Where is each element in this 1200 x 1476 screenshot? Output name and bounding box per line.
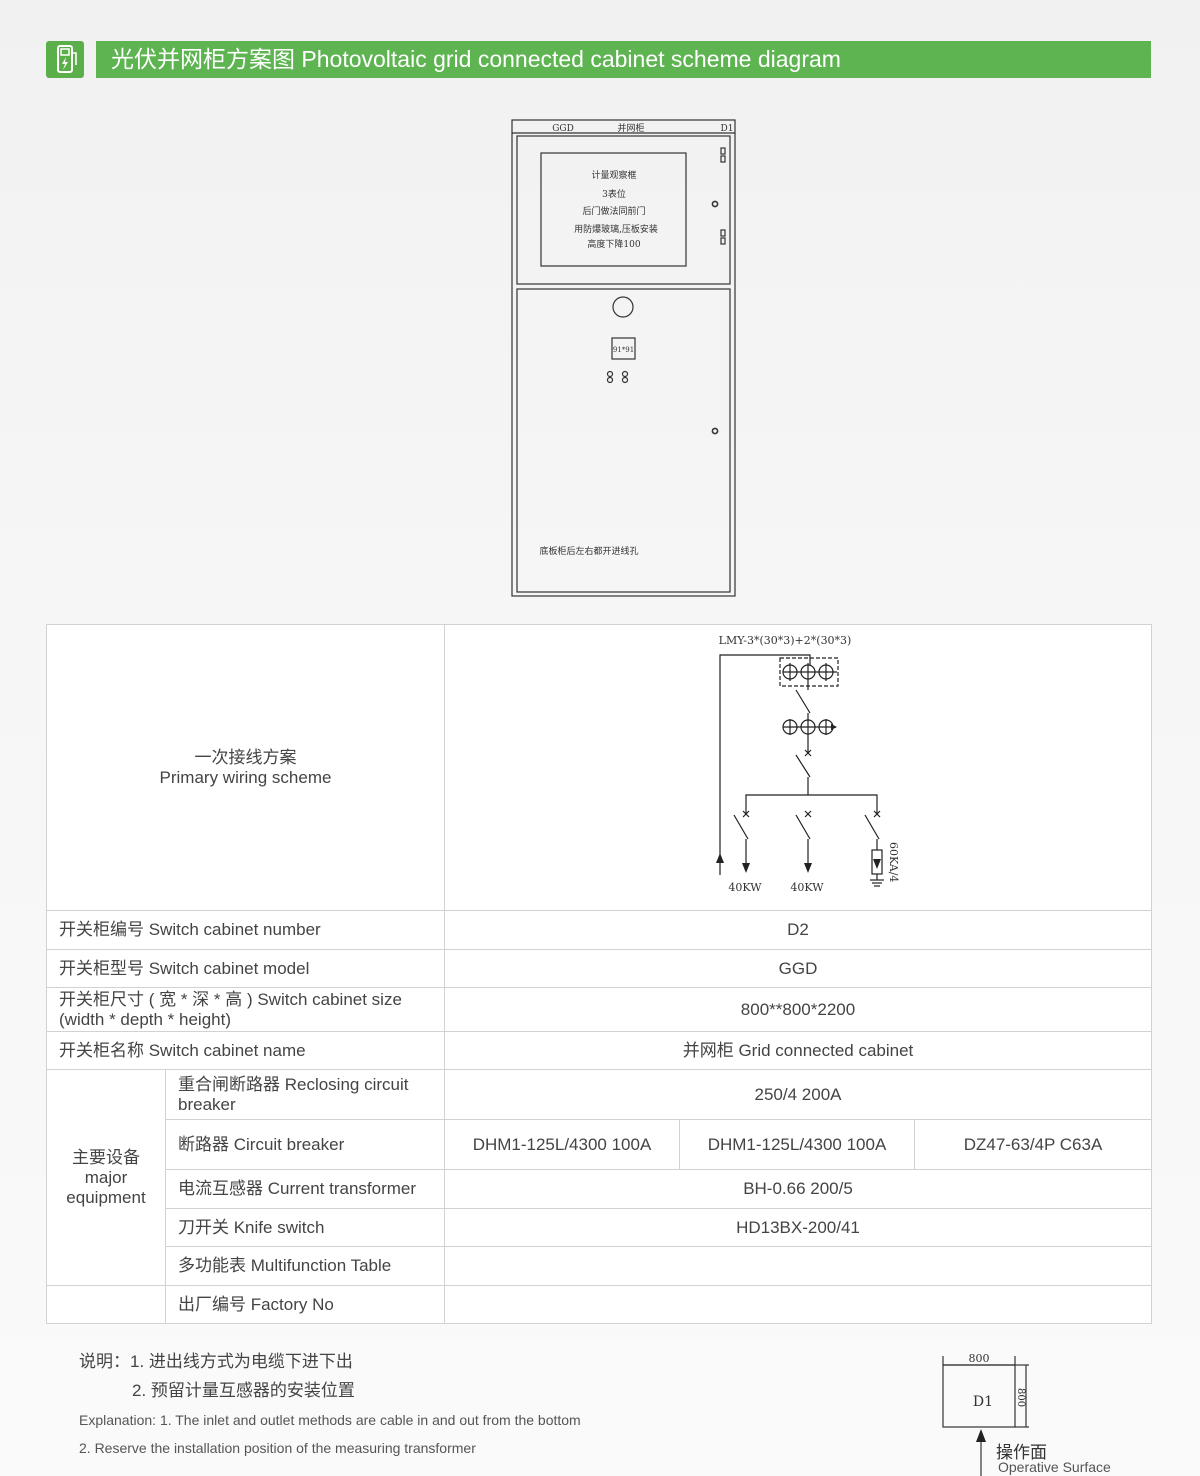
meter-label: 91*91 bbox=[613, 346, 634, 354]
note-en-2: 2. Reserve the installation position of … bbox=[79, 1440, 476, 1456]
table-row: 多功能表 Multifunction Table bbox=[47, 1246, 1153, 1286]
circuit-breaker-label: 断路器 Circuit breaker bbox=[165, 1119, 445, 1170]
circuit-breaker-value-3: DZ47-63/4P C63A bbox=[913, 1119, 1153, 1170]
factory-no-label: 出厂编号 Factory No bbox=[165, 1285, 445, 1324]
cabinet-size-label: 开关柜尺寸 ( 宽 * 深 * 高 ) Switch cabinet size … bbox=[46, 987, 445, 1032]
cabinet-number-label: 开关柜编号 Switch cabinet number bbox=[46, 910, 445, 950]
table-row: 开关柜编号 Switch cabinet number D2 bbox=[46, 910, 1153, 950]
drawing-label-ggd: GGD bbox=[552, 124, 574, 134]
spec-table: 一次接线方案 Primary wiring scheme LMY-3*(30*3… bbox=[46, 624, 1153, 1324]
note-cn-1: 说明：1. 进出线方式为电缆下进下出 bbox=[79, 1352, 353, 1371]
table-row: 开关柜名称 Switch cabinet name 并网柜 Grid conne… bbox=[46, 1031, 1153, 1070]
arrester-label: 60KA/4 bbox=[887, 842, 900, 882]
bottom-note: 底板柜后左右都开进线孔 bbox=[539, 545, 638, 557]
table-row: 刀开关 Knife switch HD13BX-200/41 bbox=[47, 1208, 1153, 1247]
plan-cabinet-id: D1 bbox=[973, 1394, 993, 1410]
load-label-2: 40KW bbox=[790, 881, 824, 894]
knife-switch-label: 刀开关 Knife switch bbox=[165, 1208, 445, 1247]
factory-no-value bbox=[443, 1285, 1153, 1324]
cabinet-size-value: 800**800*2200 bbox=[443, 987, 1153, 1032]
page-title: 光伏并网柜方案图 Photovoltaic grid connected cab… bbox=[111, 46, 841, 72]
header-bar: 光伏并网柜方案图 Photovoltaic grid connected cab… bbox=[96, 41, 1151, 78]
note-cn-2: 2. 预留计量互感器的安装位置 bbox=[132, 1381, 355, 1400]
table-row: 开关柜尺寸 ( 宽 * 深 * 高 ) Switch cabinet size … bbox=[46, 987, 1153, 1032]
cabinet-front-drawing: GGD 并网柜 D1 计量观察框 3表位 后门做法同前门 用防爆玻璃,压板安装 … bbox=[500, 110, 750, 610]
busbar-label: LMY-3*(30*3)+2*(30*3) bbox=[719, 634, 852, 647]
circuit-breaker-value-2: DHM1-125L/4300 100A bbox=[679, 1119, 915, 1170]
note-en-1: Explanation: 1. The inlet and outlet met… bbox=[79, 1412, 581, 1428]
table-row: 出厂编号 Factory No bbox=[46, 1285, 1153, 1324]
table-row: 断路器 Circuit breaker DHM1-125L/4300 100A … bbox=[47, 1119, 1153, 1170]
operative-surface-en: Operative Surface bbox=[998, 1459, 1111, 1475]
reclosing-breaker-value: 250/4 200A bbox=[443, 1069, 1153, 1120]
table-row: 开关柜型号 Switch cabinet model GGD bbox=[46, 949, 1153, 988]
factory-no-spacer bbox=[46, 1285, 166, 1324]
load-label-1: 40KW bbox=[728, 881, 762, 894]
plan-view: 800 800 D1 bbox=[928, 1348, 1128, 1476]
operative-surface-cn: 操作面 bbox=[996, 1443, 1047, 1462]
primary-wiring-label: 一次接线方案 Primary wiring scheme bbox=[46, 624, 445, 911]
cabinet-model-value: GGD bbox=[443, 949, 1153, 988]
wiring-schematic: LMY-3*(30*3)+2*(30*3) bbox=[710, 625, 940, 910]
current-transformer-value: BH-0.66 200/5 bbox=[443, 1169, 1153, 1209]
notes: 说明：1. 进出线方式为电缆下进下出 2. 预留计量互感器的安装位置 Expla… bbox=[79, 1347, 581, 1461]
major-equipment-label: 主要设备 major equipment bbox=[46, 1069, 166, 1286]
plan-width-label: 800 bbox=[969, 1352, 990, 1365]
cabinet-name-label: 开关柜名称 Switch cabinet name bbox=[46, 1031, 445, 1070]
cabinet-name-value: 并网柜 Grid connected cabinet bbox=[443, 1031, 1153, 1070]
window-note-1: 计量观察框 bbox=[591, 169, 636, 181]
primary-wiring-diagram: LMY-3*(30*3)+2*(30*3) bbox=[443, 624, 1153, 911]
window-note-5: 高度下降100 bbox=[587, 238, 640, 250]
reclosing-breaker-label: 重合闸断路器 Reclosing circuit breaker bbox=[165, 1069, 445, 1120]
circuit-breaker-value-1: DHM1-125L/4300 100A bbox=[444, 1119, 680, 1170]
table-row: 一次接线方案 Primary wiring scheme LMY-3*(30*3… bbox=[46, 624, 1153, 911]
window-note-2: 3表位 bbox=[602, 188, 626, 200]
window-note-4: 用防爆玻璃,压板安装 bbox=[574, 223, 658, 235]
knife-switch-value: HD13BX-200/41 bbox=[443, 1208, 1153, 1247]
window-note-3: 后门做法同前门 bbox=[582, 205, 645, 217]
multifunction-table-label: 多功能表 Multifunction Table bbox=[165, 1246, 445, 1286]
cabinet-number-value: D2 bbox=[443, 910, 1153, 950]
drawing-label-cabinet: 并网柜 bbox=[617, 122, 644, 134]
plan-depth-label: 800 bbox=[1015, 1388, 1026, 1407]
drawing-label-d1: D1 bbox=[721, 124, 734, 134]
table-row: 主要设备 major equipment 重合闸断路器 Reclosing ci… bbox=[46, 1069, 1153, 1286]
solar-charging-icon bbox=[46, 41, 84, 78]
cabinet-model-label: 开关柜型号 Switch cabinet model bbox=[46, 949, 445, 988]
multifunction-table-value bbox=[443, 1246, 1153, 1286]
current-transformer-label: 电流互感器 Current transformer bbox=[165, 1169, 445, 1209]
table-row: 电流互感器 Current transformer BH-0.66 200/5 bbox=[47, 1169, 1153, 1209]
